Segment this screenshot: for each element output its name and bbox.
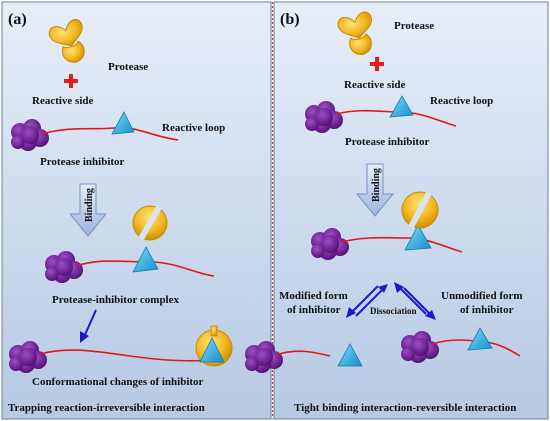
complex-b-triangle-icon — [404, 224, 432, 251]
modified-triangle-icon — [337, 343, 363, 367]
panel-b-caption: Tight binding interaction-reversible int… — [294, 402, 516, 414]
inhibitor-b-label: Protease inhibitor — [345, 136, 430, 148]
binding-arrow: Binding — [68, 183, 108, 237]
dissociation-left-arrows — [346, 284, 388, 318]
conformational-triangle-icon — [199, 337, 225, 363]
modified-label-line1: Modified form — [279, 290, 348, 302]
panel-a-tag: (a) — [8, 11, 27, 28]
reactive-loop-b-label: Reactive loop — [430, 95, 493, 107]
protease-b-label: Protease — [394, 20, 434, 32]
process-arrow — [80, 309, 97, 343]
reactive-side-b-label: Reactive side — [344, 79, 406, 91]
reactive-site-b-triangle-icon — [389, 95, 414, 118]
reactive-site-triangle-icon — [111, 111, 135, 135]
panel-a-caption: Trapping reaction-irreversible interacti… — [8, 402, 205, 414]
complex-b-protease-icon — [401, 191, 439, 229]
modified-loop-line — [275, 350, 331, 357]
binding-label: Binding — [84, 188, 95, 222]
unmodified-label-line1: Unmodified form — [441, 290, 523, 302]
protease-icon — [48, 18, 85, 63]
complex-protease-icon — [132, 205, 168, 241]
binding-b-label: Binding — [371, 168, 382, 202]
dissociation-right-arrows — [394, 282, 436, 320]
reactive-loop-line — [41, 126, 179, 141]
reactive-loop-label: Reactive loop — [162, 122, 225, 134]
plus-b-icon — [370, 57, 384, 71]
unmodified-triangle-icon — [467, 327, 493, 351]
dissociation-label: Dissociation — [370, 306, 417, 316]
complex-label: Protease-inhibitor complex — [52, 294, 179, 306]
binding-b-arrow: Binding — [355, 163, 395, 217]
modified-label-line2: of inhibitor — [287, 304, 341, 316]
plus-icon — [64, 74, 78, 88]
complex-b-loop-line — [341, 236, 463, 253]
complex-triangle-icon — [132, 246, 159, 273]
protease-label: Protease — [108, 61, 148, 73]
conformational-label: Conformational changes of inhibitor — [32, 376, 204, 388]
protease-b-icon — [337, 11, 372, 55]
conformational-loop-line — [39, 349, 213, 362]
unmodified-label-line2: of inhibitor — [460, 304, 514, 316]
reactive-side-label: Reactive side — [32, 95, 94, 107]
inhibitor-label: Protease inhibitor — [40, 156, 125, 168]
panel-b-tag: (b) — [280, 11, 300, 28]
